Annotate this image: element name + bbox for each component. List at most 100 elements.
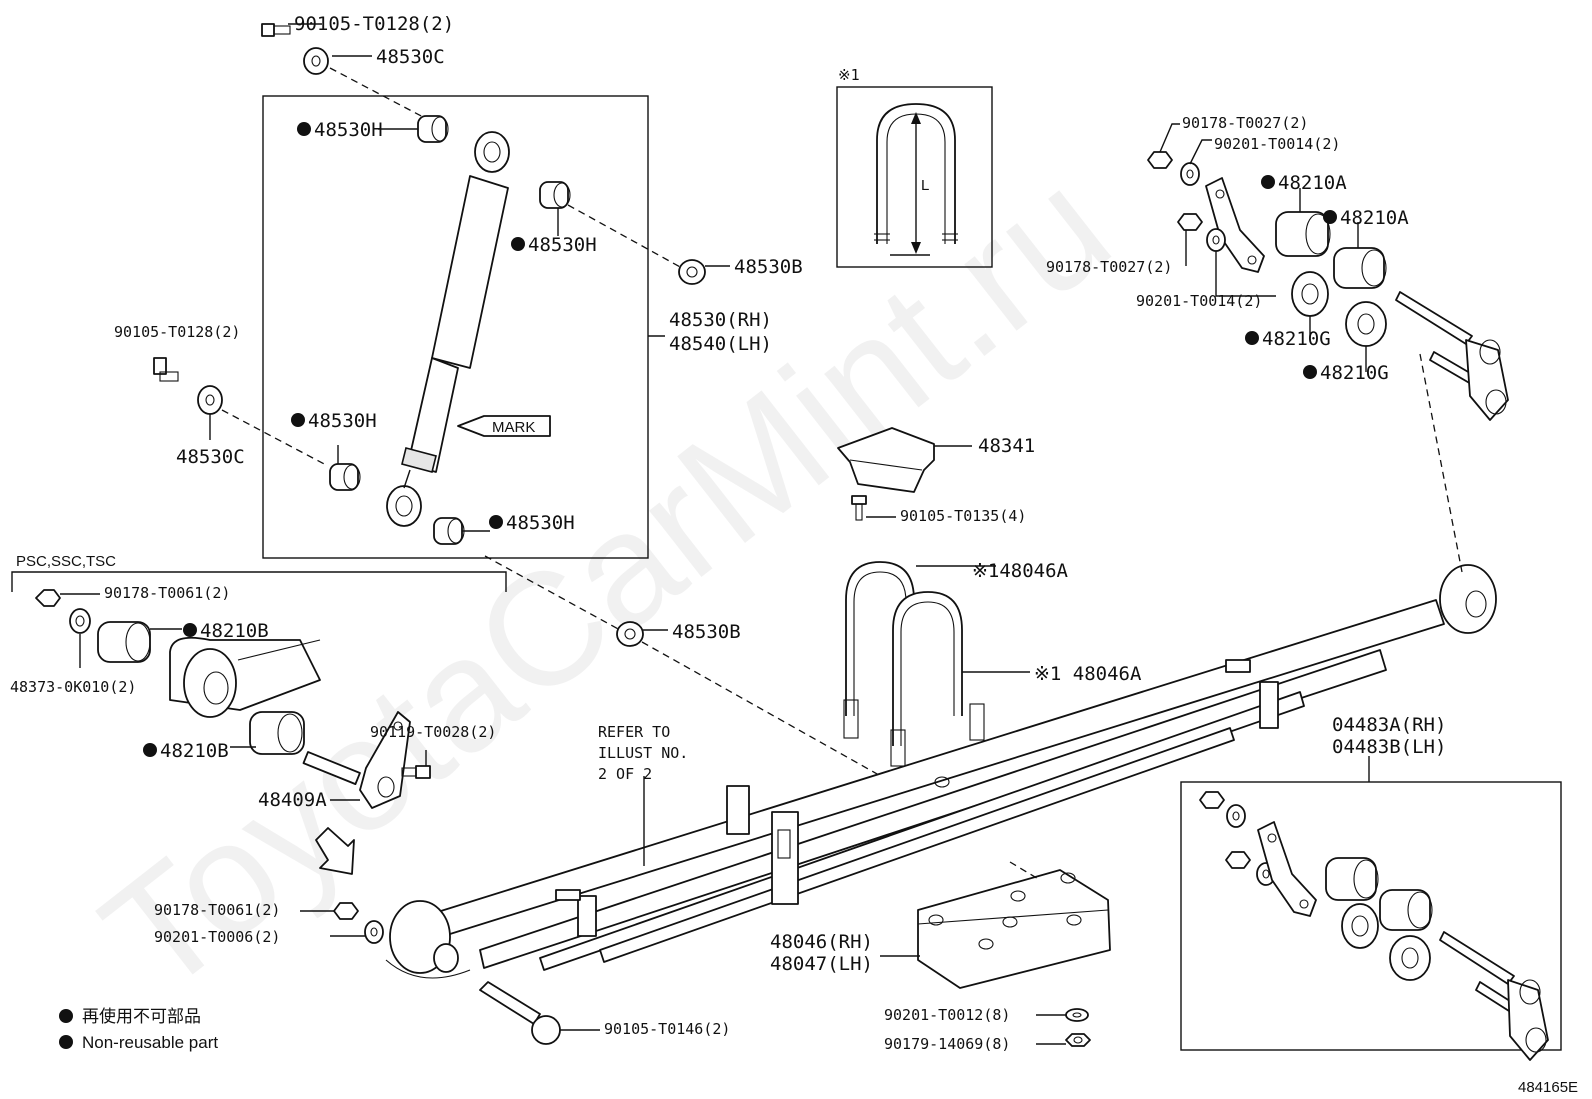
label-90105-t0128-left: 90105-T0128(2) [114, 323, 240, 341]
legend-en: Non-reusable part [82, 1033, 218, 1052]
svg-text:MARK: MARK [492, 419, 535, 436]
nut-90178-t0027-a-icon [1147, 151, 1173, 169]
label-90178-t0027-a: 90178-T0027(2) [1182, 114, 1308, 132]
bolt-90105-t0135-icon [851, 495, 867, 521]
shock-absorber-icon [386, 131, 510, 527]
washer-90201-t0012-icon [1065, 1008, 1089, 1022]
bushing-48210b-1-icon [97, 621, 151, 663]
bolt-top-icon [261, 23, 291, 37]
non-reusable-dot-icon [489, 515, 503, 529]
bushing-48210a-1-icon [1275, 211, 1331, 257]
u-bolt-detail-marker: ※1 [838, 66, 860, 84]
u-bolt-detail-box [836, 86, 993, 268]
washer-48530b-2-icon [616, 621, 644, 647]
label-48530b-2: 48530B [672, 621, 741, 643]
label-48046a-2: ※1 48046A [1034, 663, 1142, 685]
washer-90201-t0014-a-icon [1180, 162, 1200, 186]
refer-line-1: REFER TO [598, 723, 670, 741]
non-reusable-dot-icon [1323, 210, 1337, 224]
washer-48373-icon [69, 608, 91, 634]
label-90105-t0128-top: 90105-T0128(2) [294, 13, 454, 35]
label-48210b-2: 48210B [160, 740, 229, 762]
shackle-plate-a-icon [1205, 177, 1265, 273]
bushing-48530h-1-icon [417, 115, 449, 143]
nut-90178-t0061-bottom-icon [333, 902, 359, 920]
label-48530c-left: 48530C [176, 446, 245, 468]
non-reusable-dot-icon [183, 623, 197, 637]
washer-48530b-1-icon [678, 259, 706, 285]
non-reusable-dot-icon [1261, 175, 1275, 189]
bushing-48210g-2-icon [1345, 301, 1387, 347]
bolt-90119-t0028-icon [401, 765, 431, 779]
label-48530b-1: 48530B [734, 256, 803, 278]
psc-group-bracket [11, 571, 507, 592]
washer-90201-t0006-icon [364, 920, 384, 944]
shackle-48409a-icon [302, 711, 411, 809]
label-90201-t0014-a: 90201-T0014(2) [1214, 135, 1340, 153]
label-48341: 48341 [978, 435, 1035, 457]
refer-line-2: ILLUST NO. [598, 744, 688, 762]
diagram-id: 484165E [1518, 1079, 1578, 1096]
u-bolt-length-label: L [921, 177, 929, 194]
bushing-48210b-2-icon [249, 711, 305, 755]
u-bolt-detail-icon [874, 103, 958, 256]
bushing-48210a-2-icon [1333, 247, 1387, 289]
non-reusable-dot-icon [511, 237, 525, 251]
label-48409a: 48409A [258, 789, 327, 811]
label-48210a-2: 48210A [1340, 207, 1409, 229]
bolt-left-icon [153, 357, 179, 382]
label-48530-rh: 48530(RH) [669, 309, 772, 331]
label-04483b-lh: 04483B(LH) [1332, 736, 1446, 758]
label-90119-t0028: 90119-T0028(2) [370, 723, 496, 741]
nut-90179-14069-icon [1065, 1033, 1091, 1047]
leaf-spring-icon [385, 564, 1497, 979]
label-48373: 48373-0K010(2) [10, 678, 136, 696]
shackle-bolt-a-icon [1395, 291, 1509, 421]
label-90105-t0146: 90105-T0146(2) [604, 1020, 730, 1038]
label-04483a-rh: 04483A(RH) [1332, 714, 1446, 736]
non-reusable-dot-icon [143, 743, 157, 757]
direction-arrow-icon [315, 827, 355, 875]
label-48046-rh: 48046(RH) [770, 931, 873, 953]
washer-48530c-top-icon [303, 47, 329, 75]
label-48210g-1: 48210G [1262, 328, 1331, 350]
u-bolt-48046a-2-icon [890, 591, 985, 767]
legend-dot-icon [59, 1009, 73, 1023]
bushing-48530h-2-icon [539, 181, 571, 209]
label-90201-t0014-b: 90201-T0014(2) [1136, 292, 1262, 310]
nut-90178-t0061-top-icon [35, 589, 61, 607]
non-reusable-dot-icon [297, 122, 311, 136]
label-48530h-3: 48530H [308, 410, 377, 432]
label-90179-14069: 90179-14069(8) [884, 1035, 1010, 1053]
label-90105-t0135: 90105-T0135(4) [900, 507, 1026, 525]
bushing-48210g-1-icon [1291, 271, 1329, 317]
non-reusable-dot-icon [1245, 331, 1259, 345]
label-48210g-2: 48210G [1320, 362, 1389, 384]
spring-eye-left-icon [169, 636, 321, 718]
label-90178-t0027-b: 90178-T0027(2) [1046, 258, 1172, 276]
shackle-kit-icon [1199, 791, 1549, 1061]
shackle-kit-box [1180, 781, 1562, 1051]
label-48540-lh: 48540(LH) [669, 333, 772, 355]
refer-line-3: 2 OF 2 [598, 765, 652, 783]
bushing-48530h-4-icon [433, 517, 465, 545]
non-reusable-dot-icon [1303, 365, 1317, 379]
bushing-48530h-3-icon [329, 463, 361, 491]
washer-90201-t0014-b-icon [1206, 228, 1226, 252]
label-90178-t0061-bottom: 90178-T0061(2) [154, 901, 280, 919]
bumper-48341-icon [837, 427, 935, 493]
label-48210a-1: 48210A [1278, 172, 1347, 194]
washer-48530c-left-icon [197, 385, 223, 415]
nut-90178-t0027-b-icon [1177, 213, 1203, 231]
label-48047-lh: 48047(LH) [770, 953, 873, 975]
label-90178-t0061-top: 90178-T0061(2) [104, 584, 230, 602]
label-48530h-2: 48530H [528, 234, 597, 256]
label-48046a-1: ※148046A [972, 560, 1069, 582]
label-48530h-1: 48530H [314, 119, 383, 141]
shock-absorber-box [262, 95, 649, 559]
legend-dot-icon [59, 1035, 73, 1049]
psc-group-label: PSC,SSC,TSC [16, 553, 116, 570]
non-reusable-dot-icon [291, 413, 305, 427]
legend-jp: 再使用不可部品 [82, 1006, 201, 1026]
